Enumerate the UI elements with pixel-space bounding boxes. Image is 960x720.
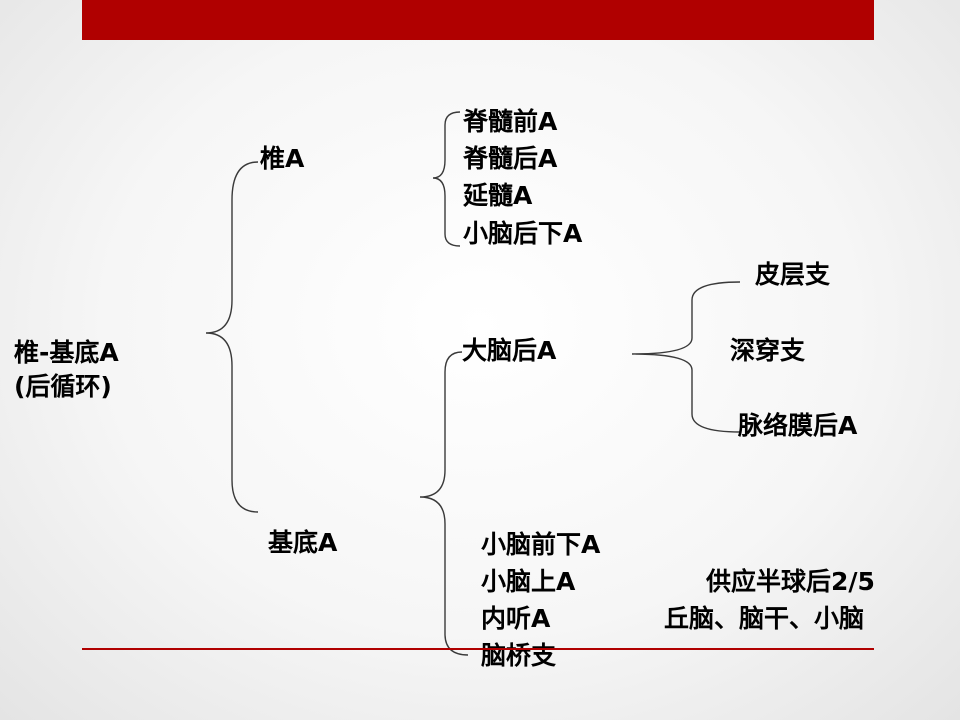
pca-label: 大脑后A: [462, 336, 557, 365]
root-sublabel: (后循环): [14, 372, 112, 401]
vertebral-branch-2: 脊髓后A: [463, 144, 558, 173]
pca-branch-3: 脉络膜后A: [738, 411, 858, 440]
root-label: 椎-基底A: [14, 338, 119, 367]
pca-branch-2: 深穿支: [730, 336, 806, 365]
basilar-label: 基底A: [268, 528, 338, 557]
basilar-branch-3: 内听A: [481, 604, 551, 633]
vertebral-branch-3: 延髓A: [463, 181, 533, 210]
vertebral-label: 椎A: [260, 144, 305, 173]
basilar-branch-2: 小脑上A: [481, 567, 576, 596]
bottom-accent-rule: [82, 648, 874, 650]
vertebral-branch-1: 脊髓前A: [463, 107, 558, 136]
supply-note-2: 丘脑、脑干、小脑: [664, 604, 865, 633]
supply-note-1: 供应半球后2/5: [706, 567, 875, 596]
pca-branch-1: 皮层支: [755, 260, 831, 289]
top-accent-bar: [82, 0, 874, 40]
vertebral-branch-4: 小脑后下A: [463, 219, 583, 248]
main-bracket: [205, 161, 259, 513]
basilar-branch-4: 脑桥支: [481, 641, 557, 670]
basilar-bracket: [419, 351, 469, 656]
basilar-branch-1: 小脑前下A: [481, 530, 601, 559]
pca-bracket: [631, 281, 741, 433]
vertebral-bracket: [432, 111, 461, 247]
